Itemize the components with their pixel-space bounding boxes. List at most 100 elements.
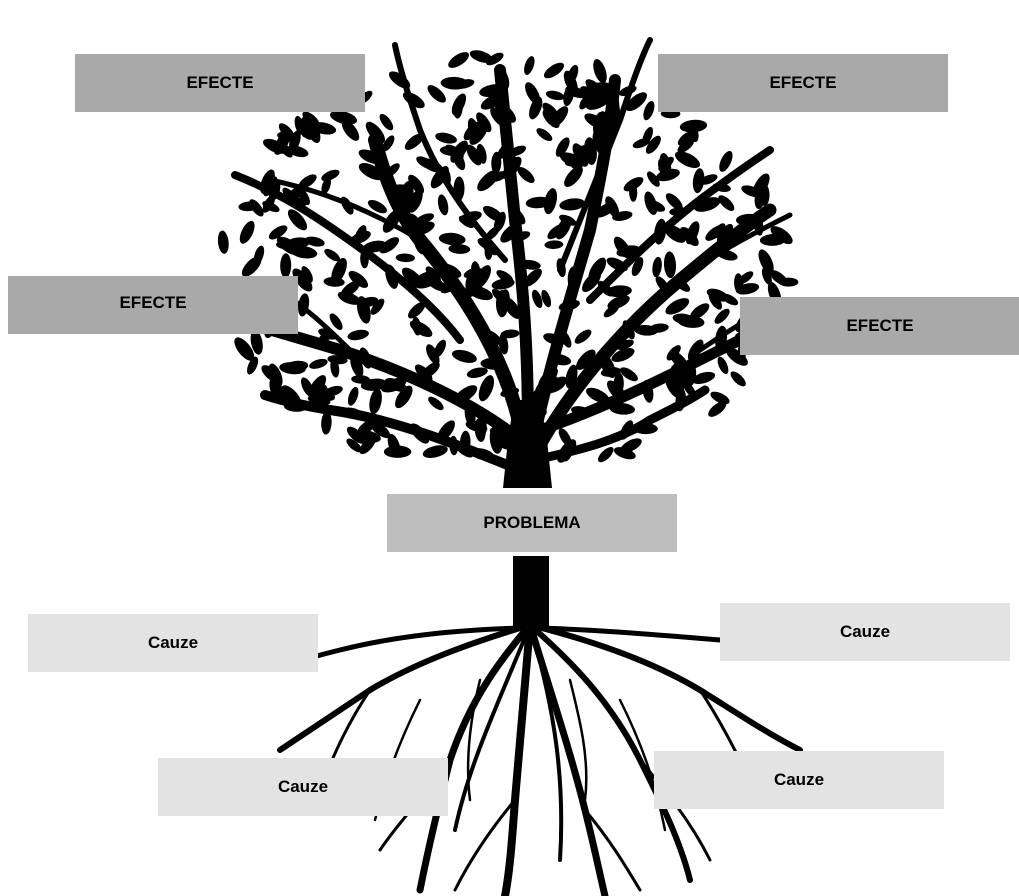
leaf-icon — [355, 430, 381, 443]
leaf-icon — [606, 285, 632, 298]
leaf-icon — [370, 298, 385, 315]
leaf-icon — [478, 375, 495, 402]
leaf-icon — [437, 420, 455, 442]
leaf-icon — [350, 353, 364, 378]
leaf-icon — [706, 288, 729, 302]
leaf-icon — [735, 283, 760, 295]
leaf-icon — [217, 230, 229, 254]
leaf-icon — [388, 71, 411, 89]
effect-label: EFECTE — [769, 73, 837, 92]
leaf-icon — [452, 149, 466, 171]
leaf-icon — [598, 446, 614, 463]
leaf-icon — [565, 364, 578, 389]
leaf-icon — [508, 145, 527, 157]
leaf-icon — [685, 221, 700, 245]
leaf-icon — [649, 323, 669, 333]
leaf-icon — [692, 371, 716, 384]
leaf-icon — [428, 396, 444, 411]
leaf-icon — [523, 268, 542, 287]
leaf-icon — [309, 358, 328, 369]
tree-root-collar — [513, 556, 549, 628]
leaf-icon — [409, 320, 433, 337]
leaf-icon — [408, 213, 424, 235]
leaf-icon — [440, 76, 469, 90]
leaf-icon — [247, 356, 259, 375]
leaf-icon — [286, 197, 308, 208]
effect-box: EFECTE — [8, 276, 298, 334]
leaf-icon — [284, 360, 309, 372]
leaf-icon — [665, 193, 683, 211]
leaf-icon — [466, 144, 482, 166]
leaf-icon — [347, 329, 369, 341]
leaf-icon — [616, 245, 641, 257]
leaf-icon — [469, 122, 488, 145]
leaf-icon — [517, 167, 535, 183]
leaf-icon — [498, 333, 509, 355]
leaf-icon — [340, 196, 354, 215]
leaf-icon — [469, 50, 494, 63]
leaf-icon — [416, 213, 435, 224]
tree-root — [453, 623, 532, 832]
leaf-icon — [321, 176, 332, 195]
tree-root — [537, 625, 723, 643]
leaf-icon — [473, 265, 491, 290]
leaf-icon — [451, 349, 477, 363]
leaf-icon — [712, 183, 731, 192]
leaf-icon — [351, 375, 371, 384]
leaf-icon — [567, 266, 580, 293]
leaf-icon — [611, 348, 635, 362]
leaf-icon — [401, 181, 414, 209]
leaf-icon — [408, 189, 423, 213]
leaf-icon — [547, 353, 572, 366]
leaf-icon — [677, 138, 695, 153]
tree-root — [287, 625, 523, 668]
leaf-icon — [365, 121, 386, 144]
leaf-icon — [466, 367, 488, 378]
leaf-icon — [770, 226, 793, 245]
cause-label: Cauze — [839, 622, 891, 641]
leaf-icon — [433, 339, 447, 358]
leaf-icon — [599, 353, 616, 379]
problem-label: PROBLEMA — [483, 513, 581, 532]
leaf-icon — [593, 59, 607, 84]
leaf-icon — [687, 339, 704, 362]
leaf-icon — [238, 201, 260, 212]
leaf-icon — [346, 438, 362, 453]
leaf-icon — [260, 169, 275, 194]
leaf-icon — [500, 329, 520, 339]
leaf-icon — [321, 169, 340, 182]
leaf-icon — [574, 329, 592, 344]
leaf-icon — [385, 163, 400, 177]
leaf-icon — [324, 248, 341, 262]
leaf-icon — [413, 232, 426, 255]
leaf-icon — [559, 214, 577, 226]
leaf-icon — [508, 205, 526, 225]
leaf-icon — [716, 223, 734, 244]
leaf-icon — [453, 176, 465, 202]
leaf-icon — [726, 347, 748, 366]
leaf-icon — [469, 448, 495, 461]
leaf-icon — [544, 240, 564, 250]
leaf-icon — [677, 315, 705, 328]
leaf-icon — [716, 249, 738, 261]
leaf-icon — [241, 256, 262, 277]
leaf-icon — [738, 271, 754, 285]
leaf-icon — [683, 381, 696, 398]
leaf-icon — [438, 263, 462, 278]
leaf-icon — [753, 215, 764, 236]
leaf-icon — [502, 373, 516, 393]
leaf-icon — [586, 387, 610, 404]
leaf-icon — [582, 271, 601, 293]
leaf-icon — [427, 85, 446, 103]
leaf-icon — [379, 237, 400, 254]
leaf-icon — [558, 299, 580, 311]
effect-box: EFECTE — [75, 54, 365, 112]
leaf-icon — [262, 195, 276, 213]
leaf-icon — [369, 388, 382, 415]
leaf-icon — [357, 296, 379, 308]
leaf-icon — [606, 257, 628, 272]
leaf-icon — [347, 386, 359, 406]
leaf-icon — [524, 56, 535, 75]
leaf-icon — [329, 110, 358, 125]
leaf-icon — [298, 174, 317, 189]
